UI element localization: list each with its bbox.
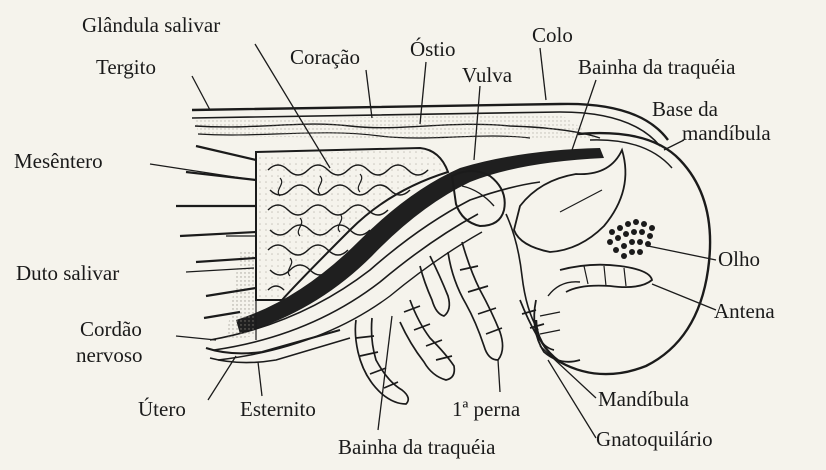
label-glandula-salivar: Glândula salivar: [82, 14, 220, 36]
label-tergito: Tergito: [96, 56, 156, 78]
label-duto-salivar: Duto salivar: [16, 262, 119, 284]
label-utero: Útero: [138, 398, 186, 420]
label-primeira-perna: 1ª perna: [452, 398, 520, 420]
label-mesentero: Mesêntero: [14, 150, 103, 172]
label-base-da: Base da: [652, 98, 718, 120]
label-cordao: Cordão: [80, 318, 142, 340]
label-coracao: Coração: [290, 46, 360, 68]
label-esternito: Esternito: [240, 398, 316, 420]
head-capsule: [514, 133, 710, 374]
label-olho: Olho: [718, 248, 760, 270]
label-bainha-traqueia-top: Bainha da traquéia: [578, 56, 735, 78]
label-bainha-traqueia-bottom: Bainha da traquéia: [338, 436, 495, 458]
legs: [355, 242, 554, 404]
label-vulva: Vulva: [462, 64, 512, 86]
label-antena: Antena: [714, 300, 775, 322]
label-colo: Colo: [532, 24, 573, 46]
label-nervoso: nervoso: [76, 344, 143, 366]
label-mandibula-base: mandíbula: [682, 122, 771, 144]
label-gnatoquilario: Gnatoquilário: [596, 428, 713, 450]
eye-ocelli: [607, 219, 655, 259]
label-mandibula: Mandíbula: [598, 388, 689, 410]
salivary-gland: [256, 148, 448, 300]
label-ostio: Óstio: [410, 38, 456, 60]
